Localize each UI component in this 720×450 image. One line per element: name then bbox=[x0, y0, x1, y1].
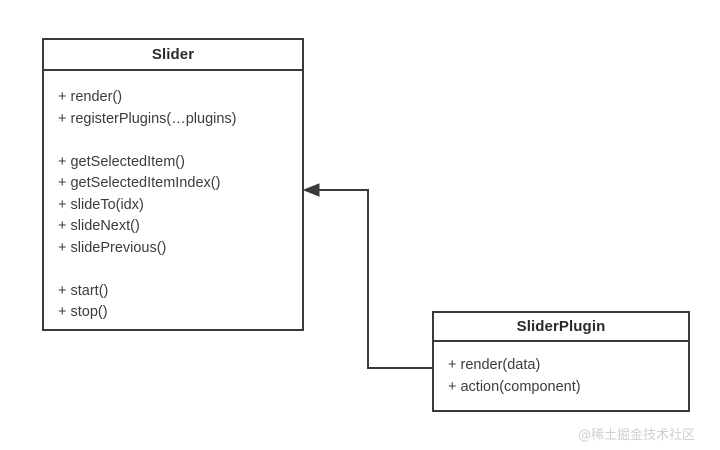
uml-class-sliderplugin[interactable]: SliderPlugin + render(data) + action(com… bbox=[432, 311, 690, 412]
class-member: + registerPlugins(…plugins) bbox=[58, 110, 237, 127]
arrow-head-icon bbox=[302, 183, 320, 197]
class-member: + slideTo(idx) bbox=[58, 196, 144, 213]
uml-class-slider[interactable]: Slider + render() + registerPlugins(…plu… bbox=[42, 38, 304, 331]
class-member: + start() bbox=[58, 282, 109, 299]
class-member: + render(data) bbox=[448, 357, 541, 373]
class-member: + action(component) bbox=[448, 378, 581, 395]
connector-path bbox=[314, 189, 432, 369]
class-title-slider: Slider bbox=[44, 40, 302, 71]
class-members-slider: + render() + registerPlugins(…plugins) +… bbox=[44, 71, 302, 324]
class-title-sliderplugin: SliderPlugin bbox=[434, 313, 688, 342]
class-member-spacer bbox=[58, 259, 302, 281]
class-member: + render() bbox=[58, 89, 123, 105]
class-member: + getSelectedItem() bbox=[58, 153, 185, 170]
class-member: + getSelectedItemIndex() bbox=[58, 175, 221, 191]
class-members-sliderplugin: + render(data) + action(component) bbox=[434, 342, 688, 398]
class-member: + slidePrevious() bbox=[58, 239, 167, 256]
watermark-text: @稀土掘金技术社区 bbox=[578, 428, 696, 443]
class-member: + slideNext() bbox=[58, 218, 140, 234]
class-member: + stop() bbox=[58, 304, 108, 320]
class-member-spacer bbox=[58, 130, 302, 152]
